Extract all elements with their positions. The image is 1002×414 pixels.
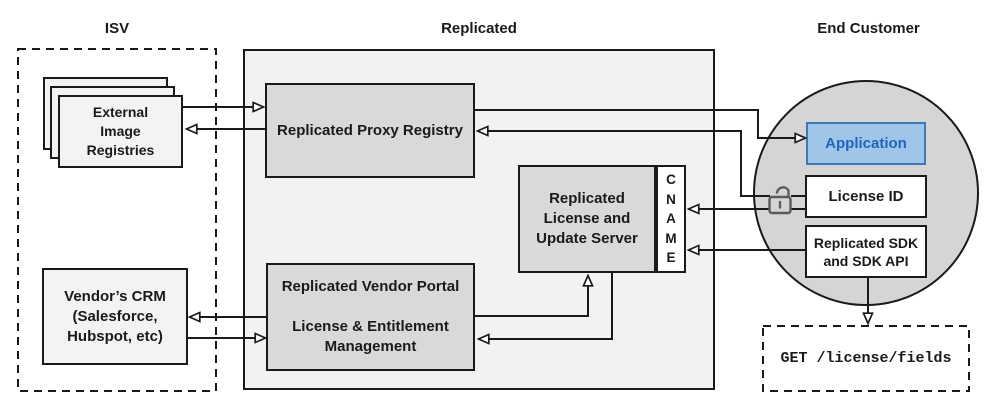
replicated-proxy-registry-node: Replicated Proxy Registry [265, 83, 475, 178]
license-id-node: License ID [805, 175, 927, 218]
replicated-license-update-server-node: Replicated License and Update Server [518, 165, 656, 273]
get-license-fields-node: GET /license/fields [762, 325, 970, 392]
cname-strip: C N A M E [656, 165, 686, 273]
vendors-crm-node: Vendor’s CRM (Salesforce, Hubspot, etc) [42, 268, 188, 365]
isv-region-label: ISV [104, 20, 130, 37]
external-image-registries-node: External Image Registries [58, 95, 183, 168]
end-customer-region-label: End Customer [817, 20, 920, 37]
replicated-region-label: Replicated [441, 20, 517, 37]
replicated-vendor-portal-node: Replicated Vendor Portal License & Entit… [266, 263, 475, 371]
replicated-sdk-node: Replicated SDK and SDK API [805, 225, 927, 278]
application-node: Application [806, 122, 926, 165]
